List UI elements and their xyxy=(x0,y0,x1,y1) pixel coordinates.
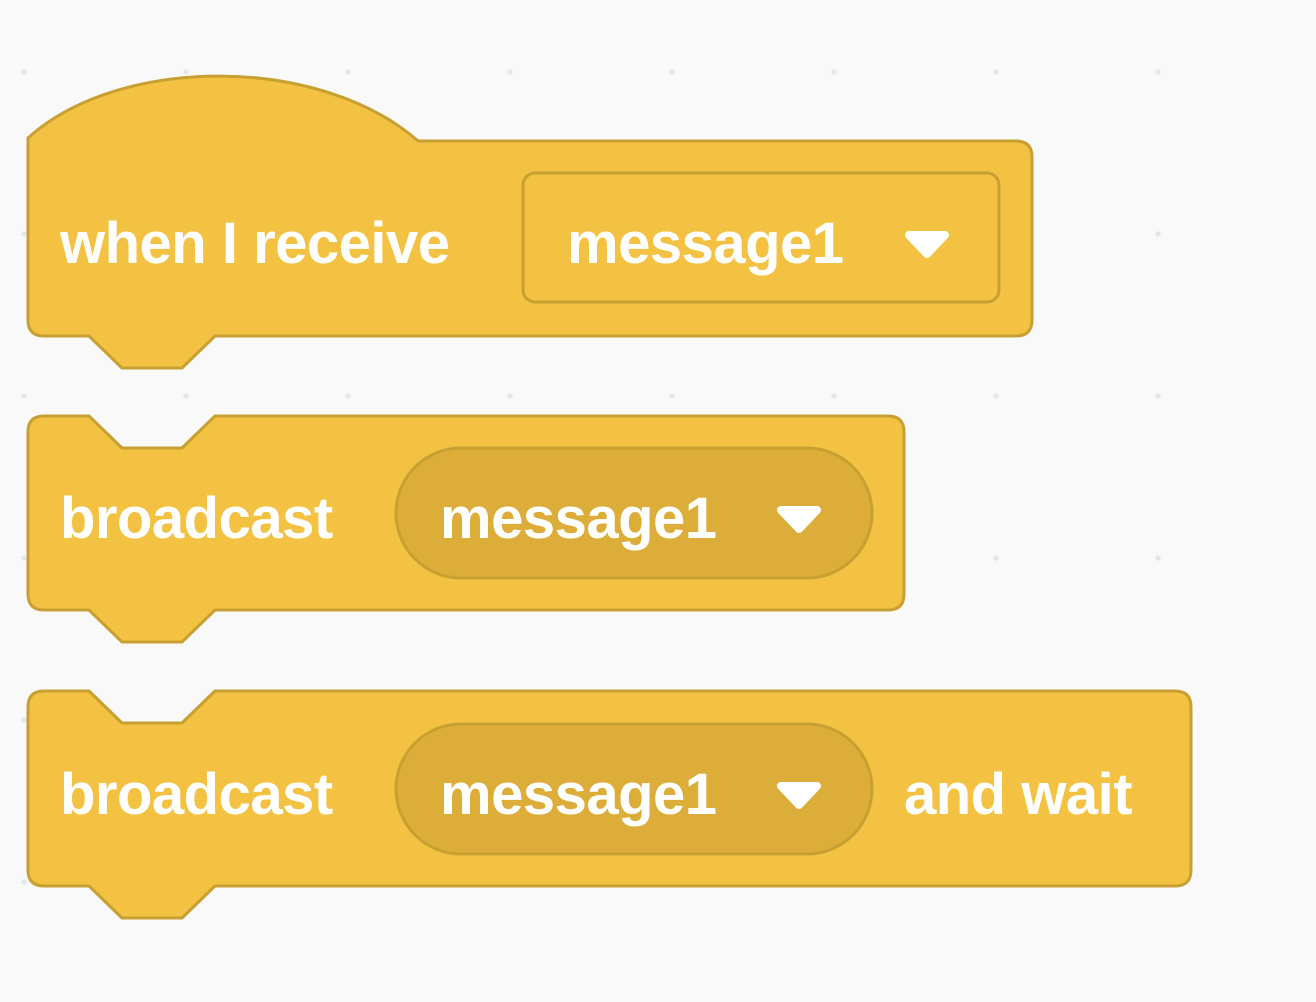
broadcast-message-dropdown[interactable]: message1 xyxy=(394,446,874,580)
broadcast-and-wait-label: broadcast xyxy=(60,762,333,827)
broadcast-label: broadcast xyxy=(60,486,333,551)
broadcast-dropdown-pill xyxy=(394,446,874,580)
chevron-down-icon xyxy=(777,782,821,809)
chevron-down-icon xyxy=(905,231,949,258)
broadcast-and-wait-message-dropdown[interactable]: message1 xyxy=(394,722,874,856)
broadcast-and-wait-block[interactable]: broadcast message1 and wait xyxy=(26,689,1193,920)
when-i-receive-dropdown-box xyxy=(521,171,1001,304)
broadcast-and-wait-dropdown-value: message1 xyxy=(440,762,717,827)
chevron-down-icon xyxy=(777,506,821,533)
broadcast-and-wait-dropdown-pill xyxy=(394,722,874,856)
broadcast-dropdown-value: message1 xyxy=(440,486,717,551)
when-i-receive-label: when I receive xyxy=(59,211,450,276)
broadcast-block[interactable]: broadcast message1 xyxy=(26,414,906,644)
when-i-receive-block[interactable]: when I receive message1 xyxy=(26,74,1034,370)
broadcast-and-wait-suffix: and wait xyxy=(904,762,1132,827)
when-i-receive-message-dropdown[interactable]: message1 xyxy=(521,171,1001,304)
when-i-receive-dropdown-value: message1 xyxy=(567,211,844,276)
